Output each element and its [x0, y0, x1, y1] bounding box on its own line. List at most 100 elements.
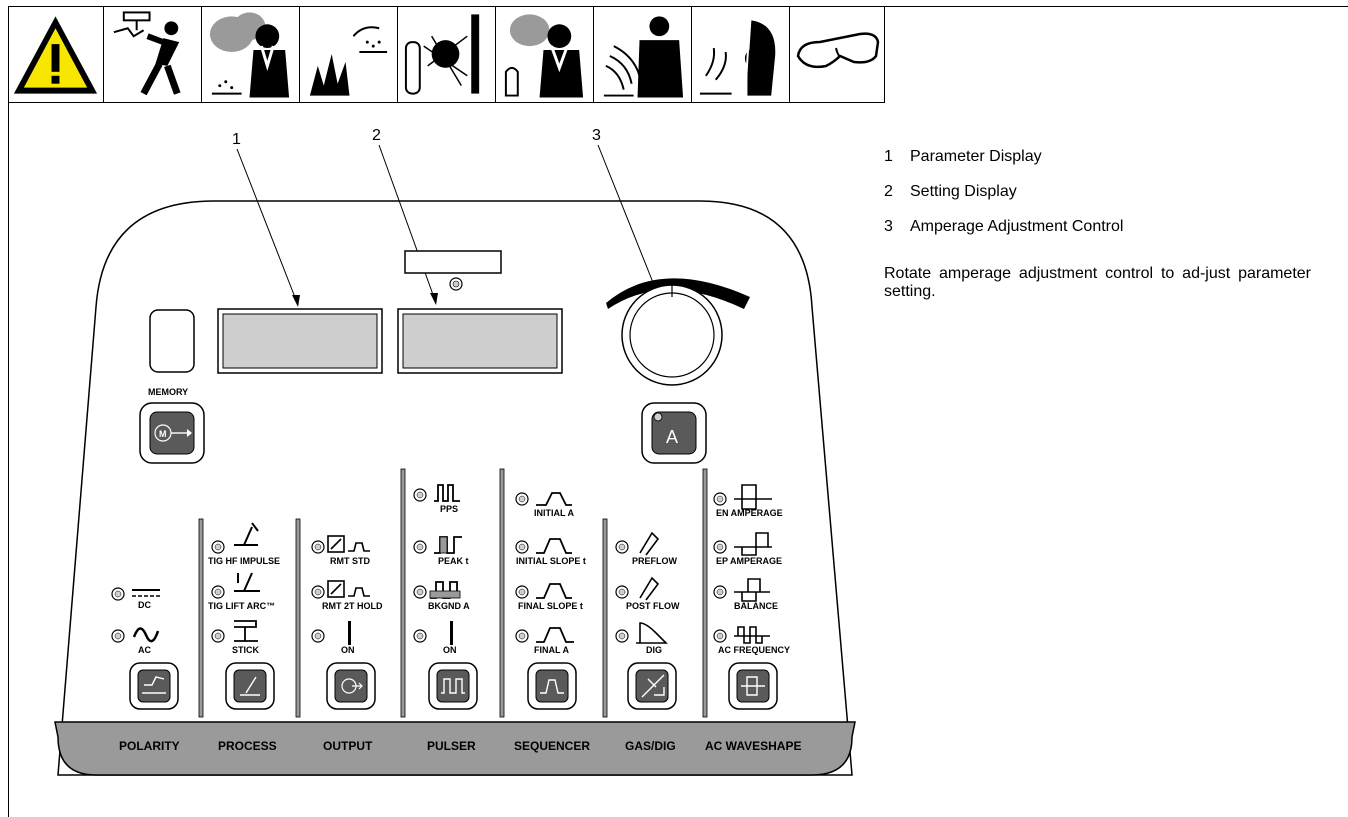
final-slope-icon [536, 583, 572, 599]
dc-label: DC [138, 600, 151, 610]
divider [602, 518, 608, 718]
ac-label: AC [138, 645, 151, 655]
tig-lift-label: TIG LIFT ARC™ [208, 601, 275, 611]
final-a-icon [536, 627, 574, 643]
output-on-label: ON [341, 645, 355, 655]
callout-2: 2 [372, 127, 381, 144]
preflow-label: PREFLOW [632, 556, 678, 566]
initial-a-label: INITIAL A [534, 508, 574, 518]
divider [198, 518, 204, 718]
pulser-group: PPS PEAK t BKGND A ON [413, 484, 478, 710]
shielding-gas-icon [496, 6, 594, 102]
section-process: PROCESS [218, 739, 277, 753]
section-gas-dig: GAS/DIG [625, 739, 676, 753]
rmt-std-label: RMT STD [330, 556, 370, 566]
peak-t-label: PEAK t [438, 556, 469, 566]
final-a-label: FINAL A [534, 645, 569, 655]
ac-frequency-icon [734, 626, 770, 644]
initial-slope-label: INITIAL SLOPE t [516, 556, 586, 566]
pulser-on-label: ON [443, 645, 457, 655]
legend: 1 Parameter Display 2 Setting Display 3 Amp… [884, 148, 1324, 301]
dig-label: DIG [646, 645, 662, 655]
legend-text: Setting Display [910, 183, 1017, 200]
stick-label: STICK [232, 645, 260, 655]
emf-icon [594, 6, 692, 102]
postflow-label: POST FLOW [626, 601, 680, 611]
legend-item: 3 Amperage Adjustment Control [884, 218, 1324, 253]
legend-number: 3 [884, 218, 893, 235]
section-sequencer: SEQUENCER [514, 739, 590, 753]
legend-number: 1 [884, 148, 893, 165]
amperage-scale-arc [606, 278, 750, 309]
callout-3: 3 [592, 127, 601, 144]
ep-amperage-label: EP AMPERAGE [716, 556, 782, 566]
safety-symbol-strip [8, 6, 885, 103]
tig-lift-icon [234, 572, 260, 592]
label-window [404, 250, 502, 274]
frame-left-line [8, 6, 9, 817]
memory-window [149, 309, 195, 373]
en-amperage-icon [734, 484, 772, 510]
explosion-icon [300, 6, 398, 102]
initial-slope-icon [536, 538, 572, 554]
legend-text: Parameter Display [910, 148, 1042, 165]
section-output: OUTPUT [323, 739, 373, 753]
memory-label: MEMORY [148, 387, 188, 397]
sequencer-group: INITIAL A INITIAL SLOPE t FINAL SLOPE t … [515, 492, 586, 710]
electric-shock-icon [104, 6, 202, 102]
legend-number: 2 [884, 183, 893, 200]
cylinder-sparks-icon [398, 6, 496, 102]
pulser-on-icon [450, 621, 453, 645]
pps-icon [434, 484, 460, 502]
section-polarity: POLARITY [119, 739, 180, 753]
ac-frequency-label: AC FREQUENCY [718, 645, 790, 655]
ep-amperage-icon [734, 532, 772, 556]
safety-glasses-icon [790, 6, 884, 102]
frame-top-line [8, 6, 1348, 7]
section-ac-waveshape: AC WAVESHAPE [705, 739, 801, 753]
leader-arrow-2 [430, 293, 438, 305]
polarity-icon [142, 676, 166, 694]
bkgnd-a-label: BKGND A [428, 601, 470, 611]
ac-waveshape-icon [741, 676, 765, 696]
tig-hf-icon [234, 522, 259, 546]
legend-text: Amperage Adjustment Control [910, 218, 1124, 235]
callout-1: 1 [232, 131, 241, 148]
dig-icon [636, 622, 668, 644]
leader-line-3 [597, 144, 659, 296]
fumes-icon [202, 6, 300, 102]
final-slope-label: FINAL SLOPE t [518, 601, 583, 611]
legend-note: Rotate amperage adjustment control to ad… [884, 265, 1311, 300]
balance-label: BALANCE [734, 601, 778, 611]
sequencer-icon [540, 679, 564, 694]
process-group: TIG HF IMPULSE TIG LIFT ARC™ STICK [208, 522, 280, 710]
legend-item: 1 Parameter Display [884, 148, 1324, 183]
rmt-2t-label: RMT 2T HOLD [322, 601, 383, 611]
rmt-std-icon [327, 535, 345, 553]
initial-a-icon [536, 492, 572, 506]
control-panel-diagram: 1 2 3 MEMORY M A DC AC [54, 127, 856, 776]
output-group: RMT STD RMT 2T HOLD ON [311, 535, 383, 710]
arc-rays-icon [692, 6, 790, 102]
pps-label: PPS [440, 504, 458, 514]
stick-icon [234, 620, 258, 642]
ac-sine-icon [132, 627, 160, 643]
leader-line-2 [378, 144, 437, 304]
panel-bottom-strip [54, 721, 856, 776]
divider [295, 518, 301, 718]
leader-line-1 [236, 148, 299, 306]
gas-dig-icon [641, 674, 665, 698]
preflow-icon [639, 531, 660, 556]
rmt-2t-icon [327, 580, 345, 598]
divider [702, 468, 708, 718]
memory-button-letter: M [159, 429, 167, 439]
ac-waveshape-group: EN AMPERAGE EP AMPERAGE BALANCE AC FREQU… [713, 484, 790, 710]
polarity-group: DC AC [111, 587, 179, 710]
warning-triangle-icon [8, 6, 104, 102]
balance-icon [734, 578, 770, 602]
legend-item: 2 Setting Display [884, 183, 1324, 218]
amperage-led [653, 412, 663, 422]
amperage-button-letter: A [666, 427, 678, 447]
leader-arrow-1 [292, 295, 300, 307]
process-icon [240, 676, 260, 696]
